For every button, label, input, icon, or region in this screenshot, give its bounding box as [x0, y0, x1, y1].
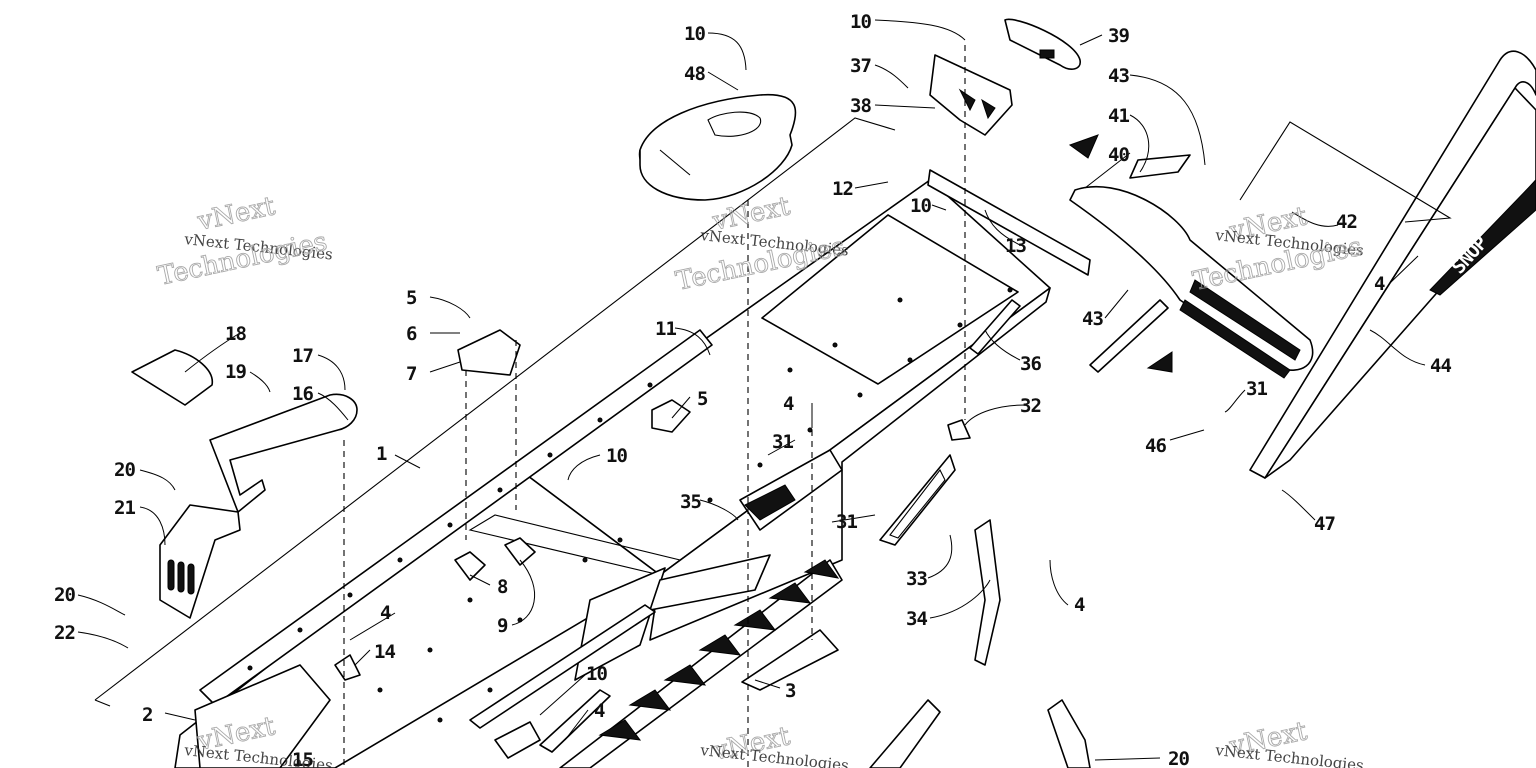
callout-40: 40	[1108, 144, 1129, 166]
seat-pad-48	[638, 93, 797, 201]
callout-20-c: 20	[1168, 748, 1189, 768]
callout-4-a: 4	[1374, 273, 1385, 295]
callout-9: 9	[497, 615, 508, 637]
bracket-7	[457, 329, 521, 376]
plate-8	[454, 551, 486, 581]
callout-21: 21	[114, 497, 135, 519]
bracket-14	[334, 654, 361, 681]
rear-bumper-44: SNOP	[1249, 50, 1536, 479]
hitch-bracket-38	[929, 54, 1013, 136]
callout-10-a: 10	[684, 23, 705, 45]
callout-7: 7	[406, 363, 417, 385]
tunnel-frame	[94, 117, 1051, 768]
callout-20-a: 20	[114, 459, 135, 481]
callout-12: 12	[832, 178, 853, 200]
callout-4-c: 4	[1074, 594, 1085, 616]
callout-31-b: 31	[772, 431, 793, 453]
running-board-rail	[559, 559, 843, 768]
callout-41: 41	[1108, 105, 1129, 127]
callout-37: 37	[850, 55, 871, 77]
callout-10-b: 10	[850, 11, 871, 33]
rod-3	[741, 629, 839, 691]
callout-43-a: 43	[1108, 65, 1129, 87]
callout-22: 22	[54, 622, 75, 644]
callout-32: 33	[906, 568, 927, 590]
assembly-lines	[343, 45, 966, 768]
clip-34	[947, 419, 971, 441]
callout-42: 42	[1336, 211, 1357, 233]
callout-31-c: 31	[836, 511, 857, 533]
callout-1: 1	[376, 443, 387, 465]
callout-48: 48	[684, 63, 705, 85]
callout-4-d: 4	[380, 602, 391, 624]
callout-43-b: 43	[1082, 308, 1103, 330]
callout-16: 16	[292, 383, 313, 405]
callout-36: 36	[1020, 353, 1041, 375]
callout-10-c: 10	[910, 195, 931, 217]
arrow-marker-upper	[1068, 134, 1099, 159]
bar-lower-10	[469, 604, 656, 729]
callout-20-b: 20	[54, 584, 75, 606]
front-bracket-2	[194, 664, 331, 768]
callout-5-b: 5	[697, 388, 708, 410]
hitch-cover-39	[1004, 18, 1081, 70]
callout-46: 46	[1145, 435, 1166, 457]
leader-lines	[77, 19, 1426, 761]
callout-44: 44	[1430, 355, 1451, 377]
callout-14: 14	[374, 641, 395, 663]
bar-43	[1089, 299, 1169, 373]
cover-18	[131, 349, 213, 406]
callout-15: 15	[292, 749, 313, 768]
rear-flap-40	[1069, 185, 1314, 379]
strap-33	[974, 519, 1001, 666]
callout-39: 39	[1108, 25, 1129, 47]
arrow-marker-lower	[1146, 351, 1173, 373]
callout-35: 35	[680, 491, 701, 513]
callout-labels: 10 48 10 39 37 43 38 41 40 12 10 13 42 4…	[54, 11, 1452, 768]
callout-10-e: 10	[586, 663, 607, 685]
callout-10-d: 10	[606, 445, 627, 467]
reference-box-42	[1239, 121, 1452, 223]
decal-41	[1129, 154, 1191, 179]
callout-3: 3	[785, 680, 796, 702]
bracket-lower-20	[1047, 699, 1091, 768]
callout-18: 18	[225, 323, 246, 345]
callout-47: 47	[1314, 513, 1335, 535]
callout-6: 6	[406, 323, 417, 345]
callout-34: 32	[1020, 395, 1041, 417]
callout-5-a: 5	[406, 287, 417, 309]
callout-33: 34	[906, 608, 927, 630]
gusset-32	[879, 454, 956, 546]
brace-36	[969, 299, 1021, 355]
callout-19: 19	[225, 361, 246, 383]
watermark-brand-1: vNext	[194, 191, 278, 237]
foot-plate-21	[159, 504, 241, 619]
rail-lower-right	[869, 699, 941, 768]
rack-bar-13	[927, 169, 1091, 276]
callout-13: 13	[1005, 235, 1026, 257]
callout-38: 38	[850, 95, 871, 117]
callout-17: 17	[292, 345, 313, 367]
deck-insert-35	[739, 449, 843, 531]
callout-11: 11	[655, 318, 676, 340]
bar-lower-4	[539, 689, 611, 753]
handle-16	[209, 393, 358, 513]
foot-rest-lower	[494, 721, 541, 759]
callout-2: 2	[142, 704, 152, 726]
callout-4-b: 4	[783, 393, 794, 415]
callout-4-e: 4	[594, 700, 605, 722]
plate-9	[504, 537, 536, 566]
callout-31-a: 31	[1246, 378, 1267, 400]
callout-8: 8	[497, 576, 508, 598]
